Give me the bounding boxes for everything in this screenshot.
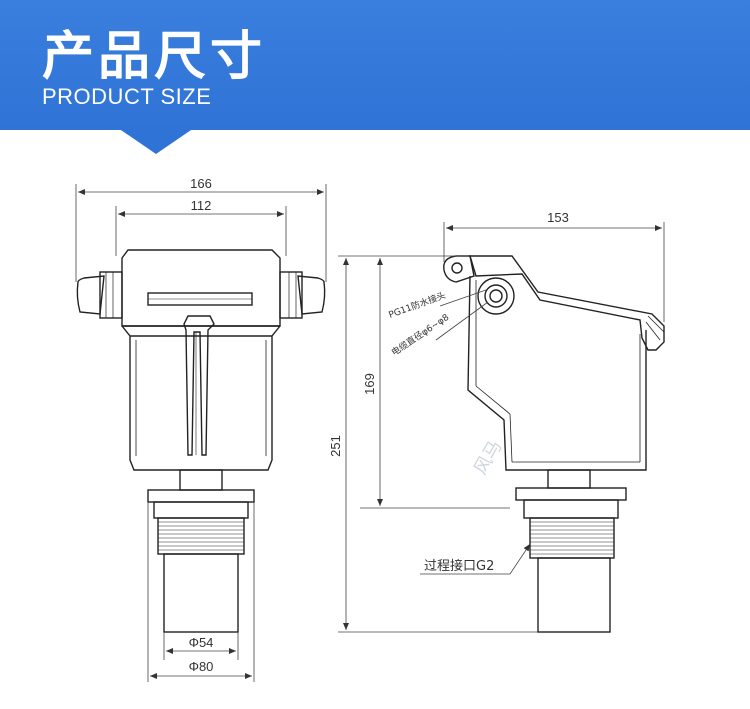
- banner-pointer: [118, 128, 194, 154]
- side-dimensions: [338, 222, 665, 633]
- dimension-probe-diameter: Φ54: [189, 635, 214, 650]
- dimension-total-height: 251: [328, 435, 343, 457]
- page-title: 产品尺寸: [42, 27, 267, 87]
- page-subtitle: PRODUCT SIZE: [42, 84, 212, 109]
- dimension-head-depth: 153: [547, 210, 569, 225]
- watermark: 风马: [470, 437, 506, 479]
- dimension-housing-width: 112: [191, 198, 212, 213]
- front-view: [76, 249, 326, 633]
- dimension-total-width: 166: [190, 176, 212, 191]
- header-banner: [0, 0, 750, 130]
- dimension-head-height: 169: [362, 373, 377, 395]
- label-process-connection: 过程接口G2: [424, 558, 494, 574]
- side-view: [443, 255, 665, 633]
- front-dimensions: [75, 184, 327, 682]
- label-gland: PG11防水接头: [387, 289, 447, 321]
- dimension-flange-diameter: Φ80: [189, 659, 214, 674]
